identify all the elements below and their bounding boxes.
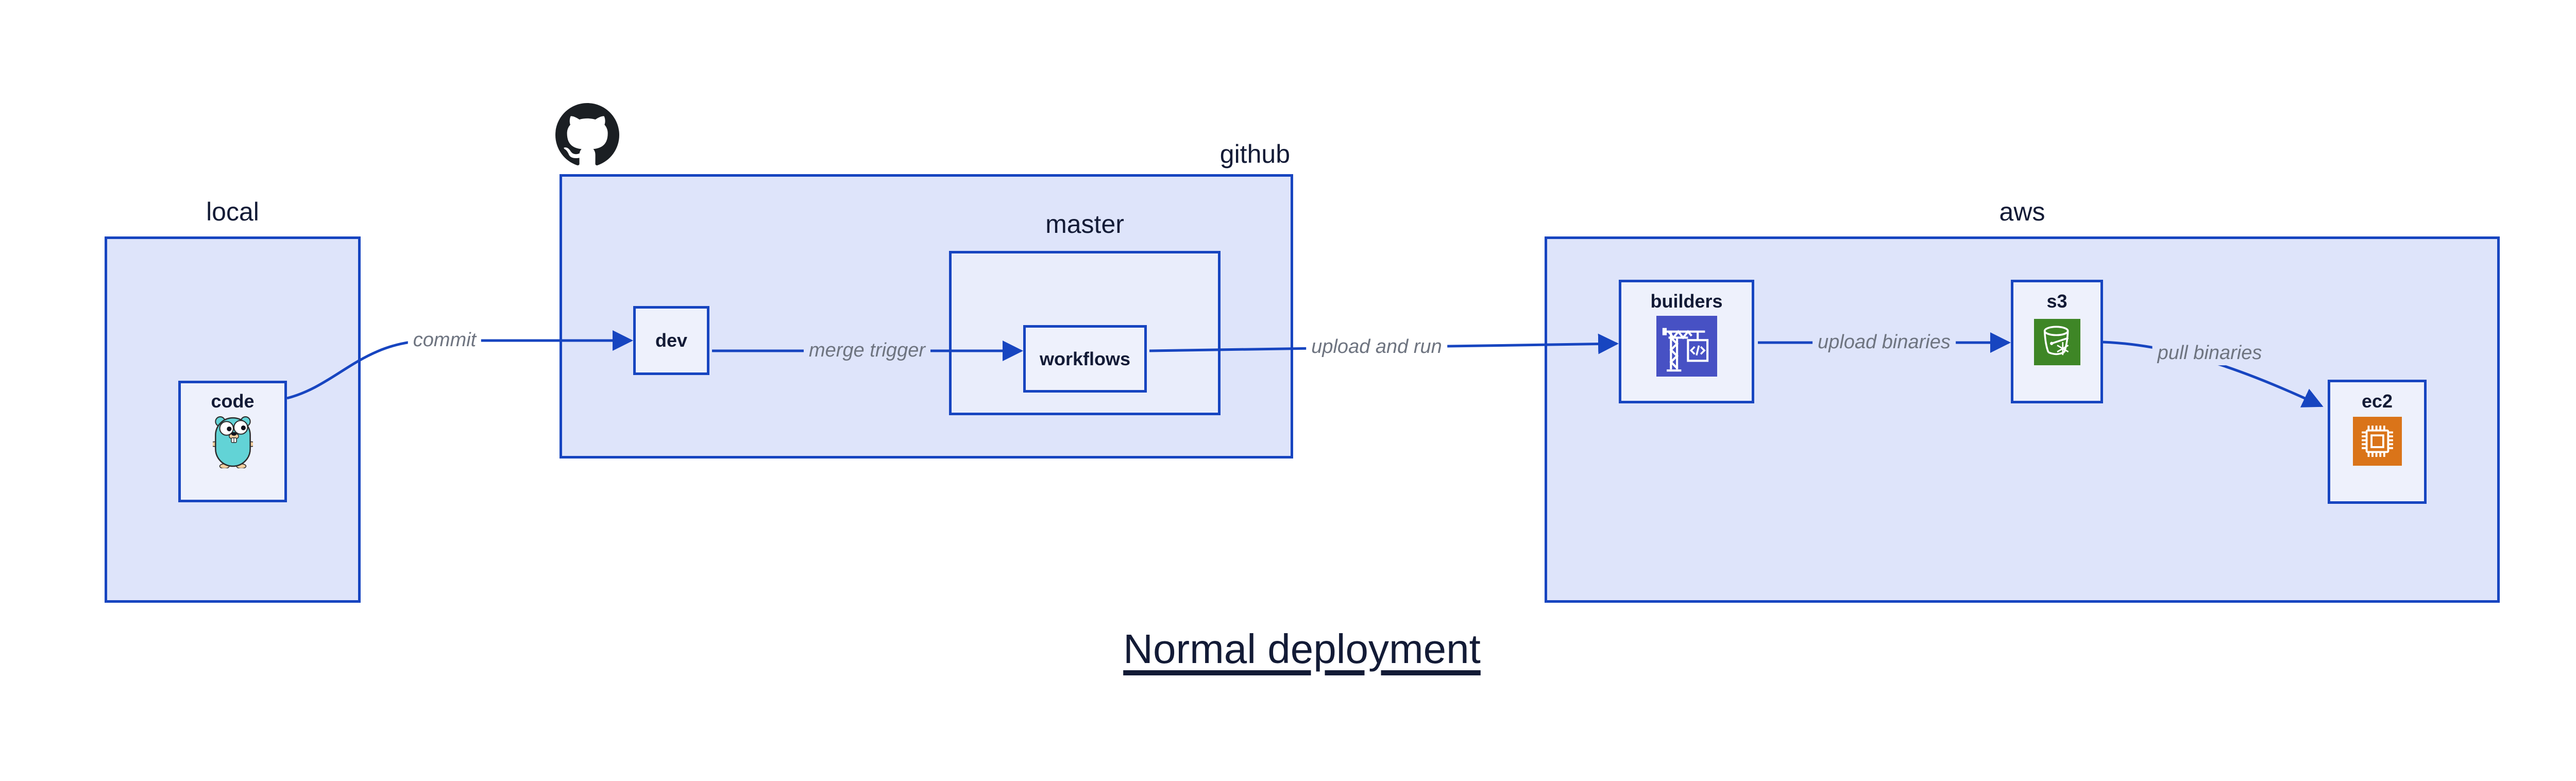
node-s3-label: s3 (2046, 291, 2067, 312)
go-gopher-icon (212, 416, 253, 469)
github-logo-icon (555, 103, 619, 165)
edge-upload-binaries-label: upload binaries (1812, 331, 1956, 354)
edge-upload-and-run-label: upload and run (1306, 335, 1447, 359)
group-local-label: local (206, 197, 259, 226)
node-code: code (178, 381, 287, 502)
edge-commit-label: commit (408, 329, 482, 352)
group-aws-label: aws (1999, 197, 2045, 226)
node-dev-label: dev (655, 330, 688, 351)
node-dev: dev (633, 306, 709, 375)
node-builders-label: builders (1650, 291, 1723, 312)
node-workflows: workflows (1023, 325, 1147, 393)
edge-merge-trigger-label: merge trigger (804, 339, 930, 363)
node-builders: builders (1619, 280, 1754, 403)
group-github-label: github (1219, 140, 1290, 168)
node-workflows-label: workflows (1039, 348, 1131, 369)
node-ec2-label: ec2 (2361, 390, 2393, 412)
codebuild-crane-icon (1656, 316, 1717, 377)
edge-pull-binaries-label: pull binaries (2152, 342, 2267, 365)
node-code-label: code (211, 390, 255, 412)
node-ec2: ec2 (2328, 380, 2427, 504)
s3-bucket-icon (2033, 319, 2080, 366)
group-master-label: master (1045, 210, 1124, 239)
ec2-chip-icon (2352, 417, 2402, 466)
node-s3: s3 (2011, 280, 2103, 403)
diagram-title: Normal deployment (1123, 626, 1481, 672)
